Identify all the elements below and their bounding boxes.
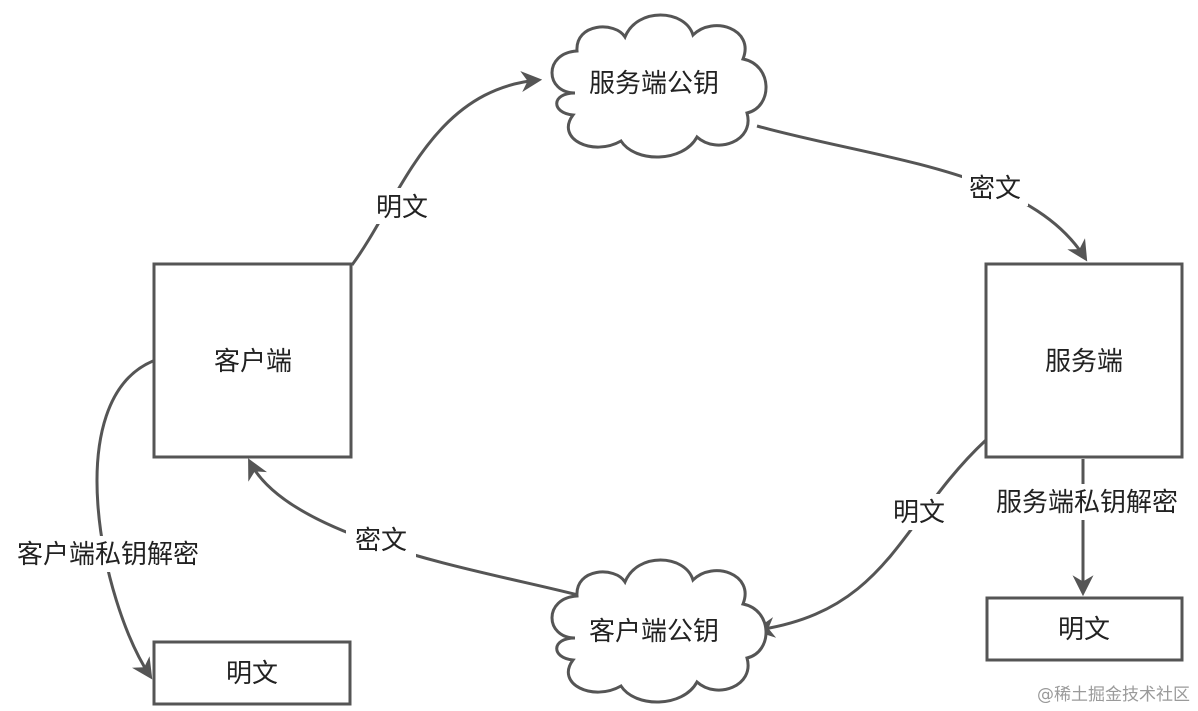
client-plaintext-box [152,640,352,706]
edge-label-bg [346,522,416,558]
edge-label-server-to-client-key: 明文 [893,498,945,528]
edge-label-bg [962,170,1028,206]
edge-label-bg [8,536,208,572]
server-public-key-label: 服务端公钥 [589,69,719,99]
server-plaintext-box [985,596,1184,662]
edge-label-client-decrypt: 客户端私钥解密 [17,540,199,570]
client-box [152,262,353,459]
server-plaintext-label: 明文 [1058,615,1110,645]
server-box [984,262,1184,459]
client-public-key-label: 客户端公钥 [589,617,719,647]
server-label: 服务端 [1045,347,1123,377]
edge-label-client-key-to-client: 密文 [355,526,407,556]
edge-label-bg [988,484,1184,520]
edge-label-server-key-to-server: 密文 [969,174,1021,204]
client-plaintext-label: 明文 [226,659,278,689]
watermark-text: @稀土掘金技术社区 [1037,685,1190,705]
edge-client-decrypt [95,359,154,680]
edge-client-to-server-public-key [350,71,543,266]
client-label: 客户端 [214,347,292,377]
edge-label-bg [884,494,954,530]
edge-label-bg [366,188,436,224]
edge-server-public-key-to-server [756,124,1088,262]
edge-label-client-to-server-key: 明文 [376,193,428,223]
edge-label-server-decrypt: 服务端私钥解密 [996,488,1178,518]
edge-server-to-client-public-key [753,438,988,638]
